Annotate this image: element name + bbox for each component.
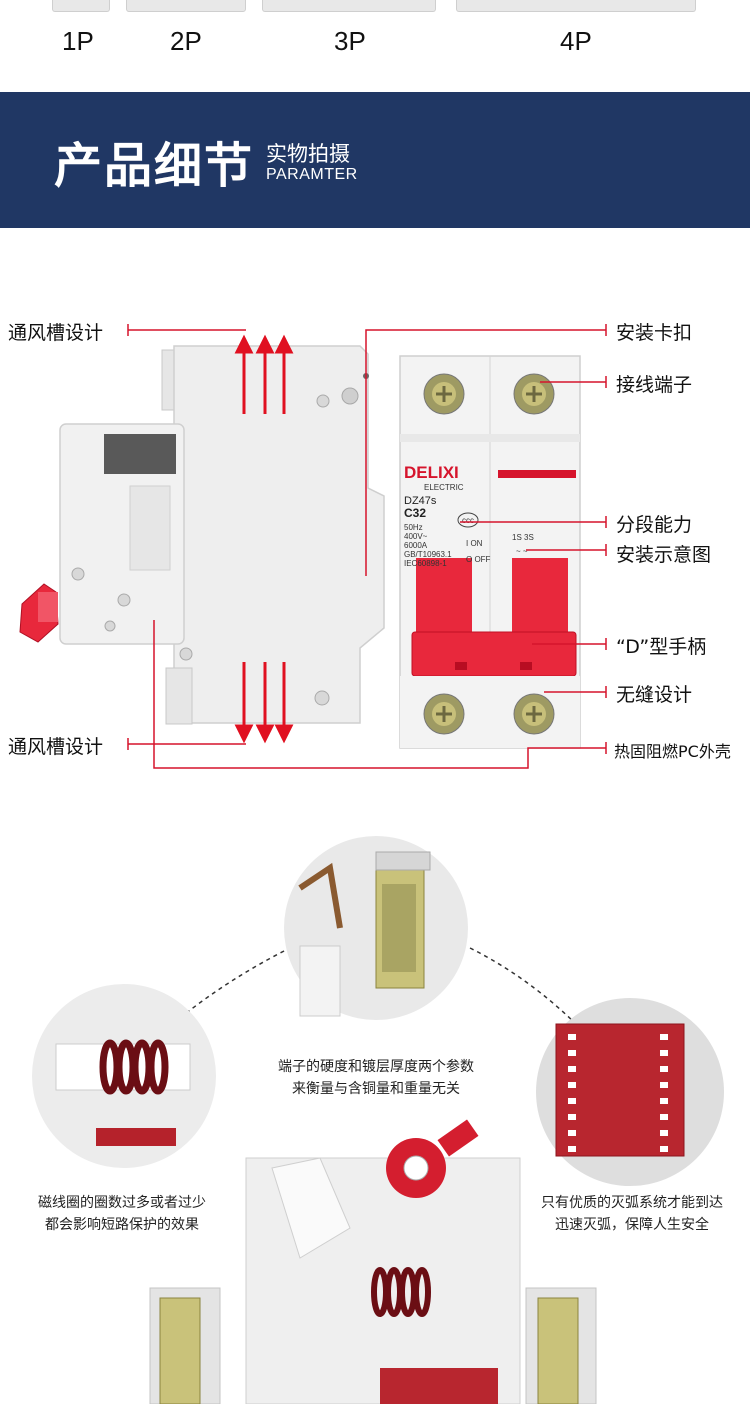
spec-frequency: 50Hz: [404, 523, 423, 532]
note-terminal-line1: 端子的硬度和镀层厚度两个参数: [278, 1059, 474, 1075]
callout-seamless: 无缝设计: [616, 684, 693, 706]
banner-subtitle-cn: 实物拍摄: [266, 142, 350, 166]
callout-install-diagram: 安装示意图: [616, 544, 712, 566]
terminal-closeup: [284, 836, 468, 1020]
svg-text:ccc: ccc: [462, 516, 474, 525]
spec-standard-gb: GB/T10963.1: [404, 550, 452, 559]
breaker-illustration: 1S 3S ~ ~ 2 4T DELIXI ELECTRIC DZ47s C32…: [19, 324, 607, 769]
section-banner: 产品细节 实物拍摄 PARAMTER: [0, 92, 750, 228]
vent-arrows-top: [234, 334, 294, 414]
dashed-connectors: [179, 947, 581, 1029]
pole-image-1p: [52, 0, 110, 12]
pole-label-3p: 3P: [334, 26, 366, 56]
pole-label-2p: 2P: [170, 26, 202, 56]
note-arc: 只有优质的灭弧系统才能到达 迅速灭弧，保障人生安全: [522, 1192, 742, 1236]
internal-illustration: [32, 836, 724, 1404]
current-rating: C32: [404, 506, 426, 520]
note-arc-line2: 迅速灭弧，保障人生安全: [555, 1217, 709, 1233]
arc-chute-closeup: [536, 998, 724, 1186]
spec-voltage: 400V~: [404, 532, 428, 541]
brand-subtitle: ELECTRIC: [424, 483, 464, 492]
breaker-side-view: [19, 345, 385, 725]
vent-arrows-bottom: [234, 662, 294, 744]
callout-lines: [127, 324, 607, 769]
callout-terminal: 接线端子: [616, 374, 693, 396]
callout-shell: 热固阻燃PC外壳: [614, 742, 731, 761]
ccc-mark-icon: ccc: [457, 512, 479, 528]
brand-logo: DELIXI: [404, 463, 459, 482]
svg-text:~ ~: ~ ~: [516, 547, 528, 556]
spec-breaking: 6000A: [404, 541, 428, 550]
pole-image-2p: [126, 0, 246, 12]
callout-d-handle: “D”型手柄: [616, 636, 707, 658]
note-arc-line1: 只有优质的灭弧系统才能到达: [541, 1195, 723, 1211]
breaker-front-view: 1S 3S ~ ~ 2 4T: [399, 355, 581, 749]
coil-closeup: [32, 984, 216, 1168]
switch-off-label: O OFF: [466, 555, 491, 564]
banner-subtitle-en: PARAMTER: [266, 166, 358, 183]
pole-image-3p: [262, 0, 436, 12]
note-coil-line1: 磁线圈的圈数过多或者过少: [38, 1195, 206, 1211]
pole-label-4p: 4P: [560, 26, 592, 56]
model-number: DZ47s: [404, 495, 437, 507]
spec-standard-iec: IEC60898-1: [404, 559, 447, 568]
banner-title: 产品细节: [54, 138, 255, 194]
pole-label-1p: 1P: [62, 26, 94, 56]
callout-mount-clip: 安装卡扣: [616, 322, 693, 344]
internal-structure-section: 端子的硬度和镀层厚度两个参数 来衡量与含铜量和重量无关 磁线圈的圈数过多或者过少…: [0, 828, 750, 1404]
switch-on-label: I ON: [466, 539, 483, 548]
pole-type-strip: 1P 2P 3P 4P: [0, 0, 750, 92]
note-coil-line2: 都会影响短路保护的效果: [45, 1217, 199, 1233]
callout-vent-bottom: 通风槽设计: [8, 736, 104, 758]
internal-assembly: [149, 1119, 597, 1404]
callout-vent-top: 通风槽设计: [8, 322, 104, 344]
note-terminal-line2: 来衡量与含铜量和重量无关: [292, 1081, 460, 1097]
callout-breaking-capacity: 分段能力: [616, 514, 693, 536]
note-coil: 磁线圈的圈数过多或者过少 都会影响短路保护的效果: [16, 1192, 228, 1236]
note-terminal: 端子的硬度和镀层厚度两个参数 来衡量与含铜量和重量无关: [248, 1056, 504, 1100]
svg-text:1S 3S: 1S 3S: [512, 533, 534, 542]
pole-image-4p: [456, 0, 696, 12]
product-detail-diagram: 1S 3S ~ ~ 2 4T DELIXI ELECTRIC DZ47s C32…: [0, 228, 750, 828]
